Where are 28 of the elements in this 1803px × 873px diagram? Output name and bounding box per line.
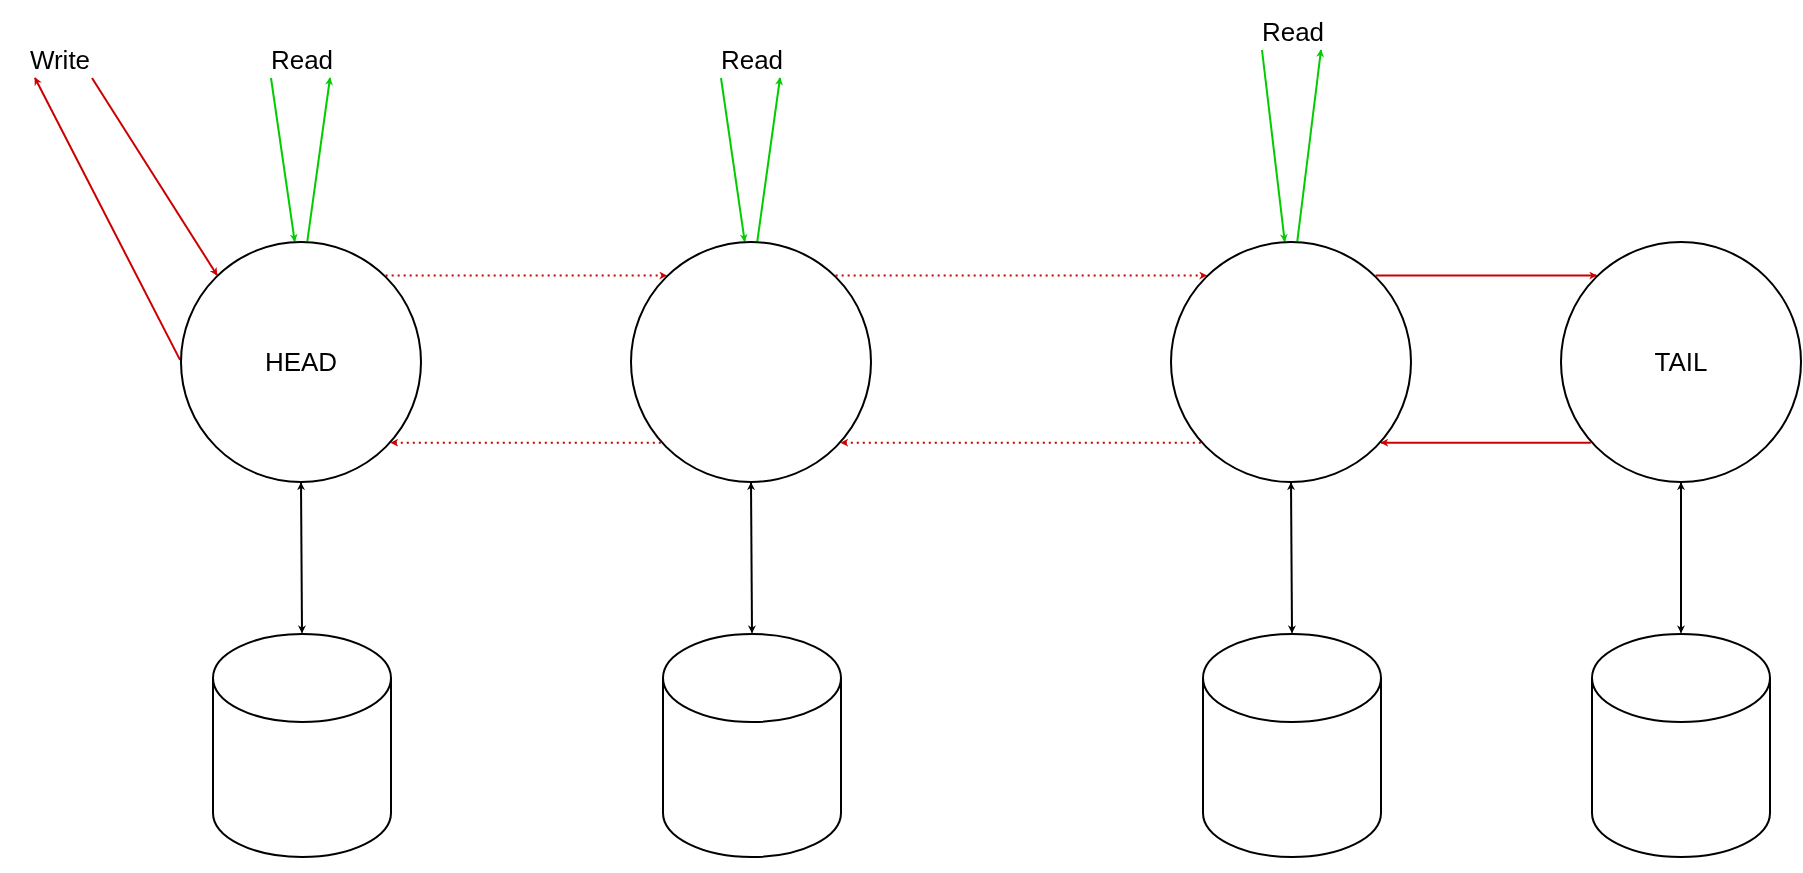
arrow (306, 77, 333, 243)
arrow (390, 438, 662, 447)
arrow (270, 77, 298, 243)
arrow (34, 77, 181, 361)
arrow (297, 482, 306, 634)
arrow (1380, 438, 1592, 447)
node-label: HEAD (264, 345, 338, 379)
database-cylinder (1591, 632, 1771, 858)
operation-label: Read (720, 43, 784, 77)
arrow (834, 271, 1208, 280)
operation-label: Write (29, 43, 91, 77)
arrow (840, 438, 1202, 447)
database-cylinder (1202, 632, 1382, 858)
operation-label: Read (1261, 15, 1325, 49)
arrow (91, 77, 218, 276)
arrow (756, 77, 783, 243)
database-cylinder (212, 632, 392, 858)
arrow (747, 482, 756, 634)
arrow (1296, 49, 1325, 243)
arrow (720, 77, 748, 243)
arrow (1287, 482, 1296, 634)
operation-label: Read (270, 43, 334, 77)
database-cylinder (662, 632, 842, 858)
node-label: TAIL (1654, 345, 1708, 379)
arrow (1374, 271, 1598, 280)
arrow (384, 271, 668, 280)
arrow (1677, 482, 1685, 634)
arrow (1261, 49, 1288, 243)
